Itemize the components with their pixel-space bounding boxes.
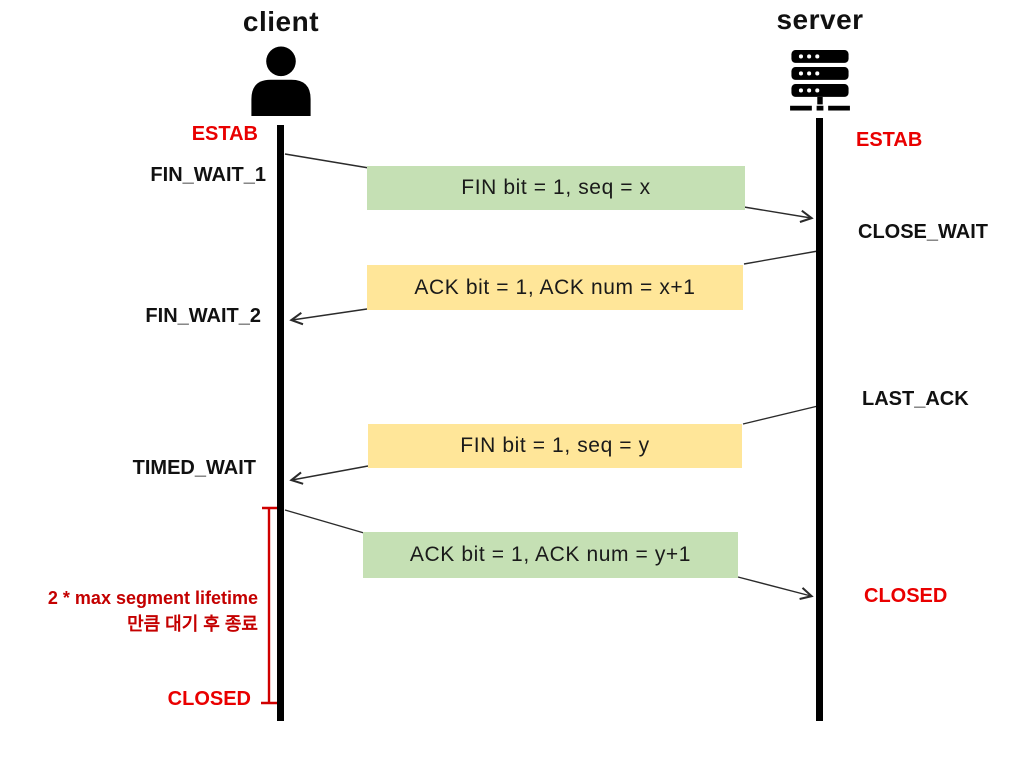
msl-wait-annotation: 2 * max segment lifetime 만큼 대기 후 종료 — [0, 585, 258, 637]
client-state-timed-wait: TIMED_WAIT — [132, 457, 256, 479]
server-state-last-ack: LAST_ACK — [862, 388, 969, 410]
client-state-closed: CLOSED — [167, 688, 251, 710]
server-rack-icon — [790, 50, 850, 111]
client-title: client — [242, 6, 320, 37]
message-box-ack-num-y1: ACK bit = 1, ACK num = y+1 — [363, 532, 738, 578]
arrow-fin-y-right-segment — [742, 405, 819, 425]
message-box-ack-num-x1: ACK bit = 1, ACK num = x+1 — [367, 265, 743, 310]
message-box-fin-seq-y: FIN bit = 1, seq = y — [368, 424, 742, 468]
server-state-closed: CLOSED — [864, 585, 948, 607]
arrow-ack-x1-right-segment — [743, 250, 819, 265]
arrow-fin-x-right-segment — [743, 206, 811, 218]
person-icon — [251, 46, 311, 117]
server-state-estab: ESTAB — [856, 129, 923, 151]
arrow-fin-x-left-segment — [284, 153, 370, 169]
client-state-estab: ESTAB — [191, 123, 258, 145]
server-title: server — [776, 4, 864, 35]
arrow-ack-x1-left-segment — [292, 308, 368, 320]
server-lifeline — [816, 118, 823, 721]
arrow-fin-y-left-segment — [292, 465, 369, 480]
client-lifeline — [277, 125, 284, 721]
msl-wait-annotation-line2: 만큼 대기 후 종료 — [127, 614, 258, 634]
arrow-ack-y1-left-segment — [284, 509, 365, 534]
server-state-close-wait: CLOSE_WAIT — [858, 221, 989, 243]
message-box-fin-seq-x: FIN bit = 1, seq = x — [367, 166, 745, 210]
client-state-fin-wait-2: FIN_WAIT_2 — [145, 305, 261, 327]
msl-wait-annotation-line1: 2 * max segment lifetime — [47, 588, 258, 608]
client-state-fin-wait-1: FIN_WAIT_1 — [150, 164, 266, 186]
arrow-ack-y1-right-segment — [737, 576, 811, 596]
